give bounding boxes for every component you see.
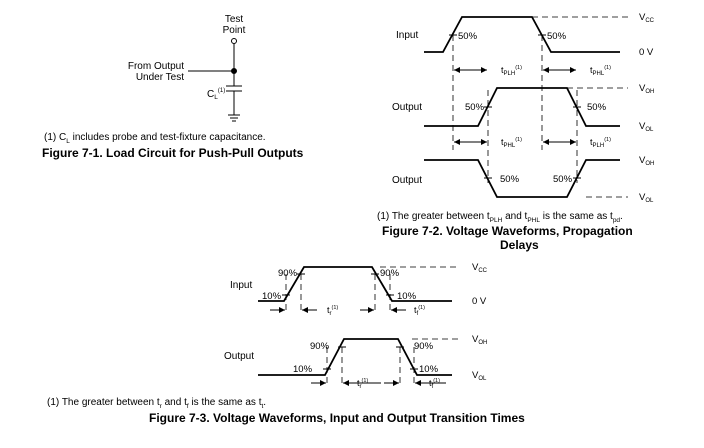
fig3-input-90-right: 90% [380,268,400,279]
fig3-output-voh-label: VOH [472,334,487,346]
fig3-input-10-right: 10% [397,291,417,302]
fig3-output-waveform [258,338,452,376]
fig3-tr-label-input: tr(1) [327,305,338,317]
fig3-crossing-markers [282,273,418,370]
test-point-label-1: Test [225,14,244,25]
output-fall-50-label: 50% [587,102,607,113]
output2-rise-50-label: 50% [553,174,573,185]
output-vol-label: VOL [639,121,654,133]
tplh-label-2: tPLH(1) [590,137,611,149]
output2-voh-label: VOH [639,155,654,167]
fig3-caption: Figure 7-3. Voltage Waveforms, Input and… [149,411,525,425]
fig3-tf-label-output: tf(1) [429,378,440,390]
fig3-output-10-left: 10% [293,364,313,375]
transition-time-diagram: Input VCC 0 V 90% 90% 10% 10% tr(1) tf(1… [224,262,488,390]
output-waveform-in-phase [424,87,620,127]
fig3-footnote: (1) The greater between tr and tf is the… [47,397,267,410]
from-output-label-2: Under Test [136,72,184,83]
fig3-input-10-left: 10% [262,291,282,302]
fig3-tr-label-output: tr(1) [357,378,368,390]
fig1-footnote: (1) CL includes probe and test-fixture c… [44,132,266,145]
capacitor-label: CL(1) [207,88,225,101]
fig2-crossing-markers [449,34,581,179]
output-rise-50-label: 50% [465,102,485,113]
from-output-label-1: From Output [128,61,184,72]
fig3-tf-label-input: tf(1) [414,305,425,317]
tphl-label-2: tPHL(1) [501,137,522,149]
fig3-input-90-left: 90% [278,268,298,279]
load-circuit: Test Point From Output Under Test CL(1) [128,14,246,122]
fig3-output-vol-label: VOL [472,370,487,382]
propagation-delay-diagram: Input VCC 0 V 50% 50% tPLH(1) tPHL(1) Ou… [392,12,655,204]
fig3-input-zero-label: 0 V [472,296,487,307]
output-waveform-inverted [424,159,620,198]
input-fall-50-label: 50% [547,31,567,42]
fig3-input-label: Input [230,280,252,291]
fig2-footnote: (1) The greater between tPLH and tPHL is… [377,211,623,224]
tplh-label-1: tPLH(1) [501,65,522,77]
input-zero-label: 0 V [639,47,654,58]
output2-vol-label: VOL [639,192,654,204]
input-waveform [424,16,620,53]
output2-label: Output [392,175,422,186]
fig3-output-label: Output [224,351,254,362]
tphl-label-1: tPHL(1) [590,65,611,77]
input-vcc-label: VCC [639,12,655,24]
input-label: Input [396,30,418,41]
fig3-output-10-right: 10% [419,364,439,375]
fig3-output-90-right: 90% [414,341,434,352]
fig2-caption-line2: Delays [500,238,539,252]
fig3-reference-lines [285,266,460,384]
output-label: Output [392,102,422,113]
test-point-terminal [231,38,237,44]
fig3-output-90-left: 90% [310,341,330,352]
junction-dot [231,68,237,74]
fig3-input-waveform [258,266,452,302]
input-rise-50-label: 50% [458,31,478,42]
fig3-input-vcc-label: VCC [472,262,488,274]
fig2-caption-line1: Figure 7-2. Voltage Waveforms, Propagati… [382,224,633,238]
output2-fall-50-label: 50% [500,174,520,185]
output-voh-label: VOH [639,83,654,95]
test-point-label-2: Point [223,25,246,36]
fig1-caption: Figure 7-1. Load Circuit for Push-Pull O… [42,146,304,160]
